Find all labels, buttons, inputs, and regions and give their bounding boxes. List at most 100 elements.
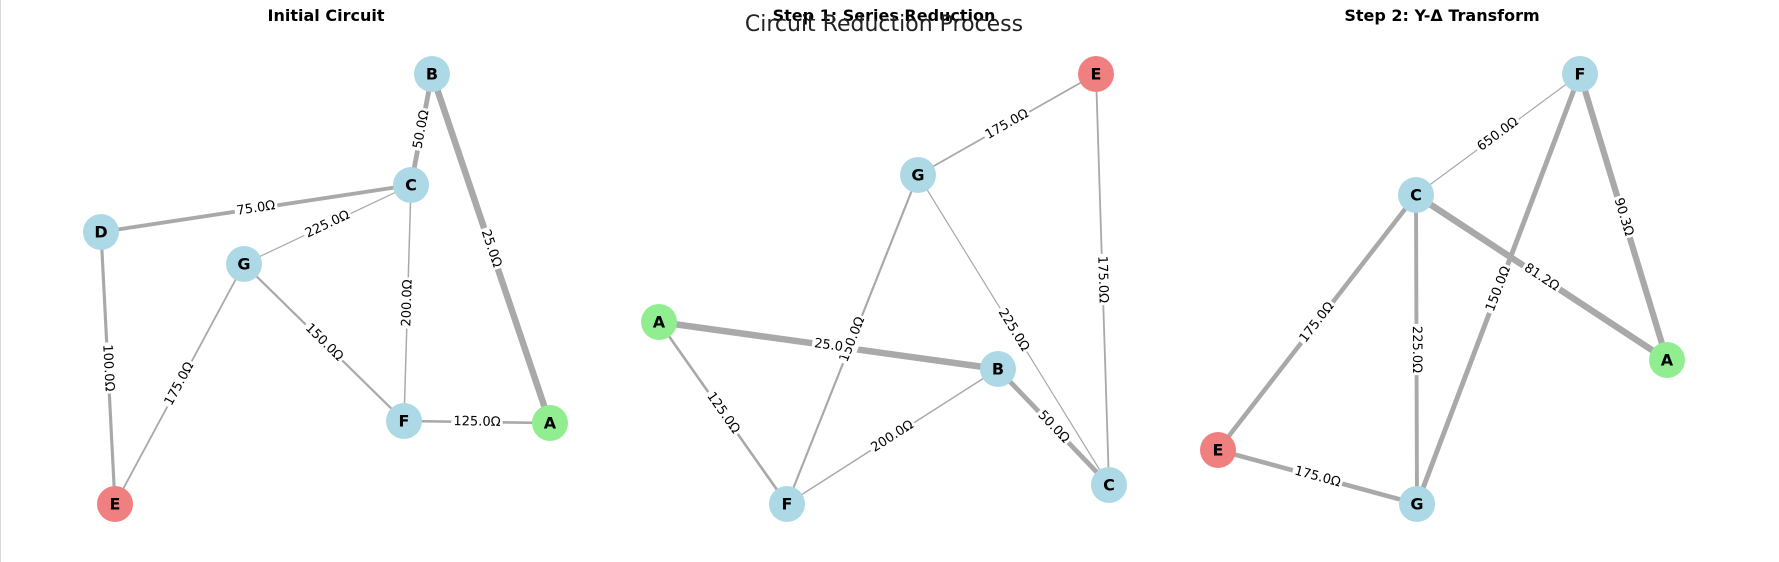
- edge-label-F-A: 90.3Ω: [1609, 194, 1638, 241]
- edge-resistance-label: 50.0Ω: [411, 109, 433, 150]
- edge-label-A-F: 125.0Ω: [701, 387, 745, 439]
- node-circle: [641, 304, 677, 340]
- node-F: F: [386, 403, 422, 439]
- edge-resistance-label: 200.0Ω: [399, 279, 415, 327]
- node-circle: [386, 403, 422, 439]
- node-C: C: [393, 167, 429, 203]
- panel-title-series-reduction: Step 1: Series Reduction: [773, 6, 996, 25]
- node-label: F: [399, 412, 410, 431]
- edge-label-F-A: 125.0Ω: [451, 413, 503, 431]
- node-circle: [1398, 177, 1434, 213]
- edge-resistance-label: 25.0Ω: [478, 228, 505, 270]
- edge-label-E-C: 175.0Ω: [1093, 253, 1112, 306]
- edge-label-F-B: 200.0Ω: [866, 415, 919, 458]
- edge-label-G-E: 175.0Ω: [980, 104, 1034, 145]
- edge-label-background: [866, 415, 919, 458]
- node-label: B: [992, 360, 1004, 379]
- edge-label-B-C: 50.0Ω: [409, 106, 434, 153]
- node-G: G: [900, 157, 936, 193]
- edge-label-background: [701, 387, 745, 439]
- edge-label-background: [300, 205, 355, 244]
- edge-label-background: [1294, 297, 1340, 348]
- node-label: F: [1575, 65, 1586, 84]
- edge-label-background: [1407, 323, 1426, 376]
- edge-label-background: [1472, 112, 1524, 157]
- edge-label-E-G: 175.0Ω: [1290, 462, 1345, 492]
- node-circle: [83, 214, 119, 250]
- edge-label-G-C: 225.0Ω: [992, 303, 1035, 357]
- edge-resistance-label: 50.0Ω: [1035, 408, 1073, 447]
- node-circle: [1562, 56, 1598, 92]
- figure-title: Circuit Reduction Process: [745, 12, 1023, 37]
- edge-resistance-label: 175.0Ω: [1293, 464, 1342, 491]
- node-F: F: [769, 486, 805, 522]
- node-A: A: [1649, 342, 1685, 378]
- edge-label-B-A: 25.0Ω: [476, 225, 506, 272]
- panel-title-initial-circuit: Initial Circuit: [268, 6, 385, 25]
- edge-label-C-F: 200.0Ω: [398, 277, 417, 329]
- edge-label-C-A: 81.2Ω: [1518, 258, 1565, 297]
- node-label: F: [782, 495, 793, 514]
- edge-label-background: [1093, 253, 1112, 306]
- node-circle: [1399, 486, 1435, 522]
- edge-label-C-E: 175.0Ω: [1294, 297, 1340, 348]
- node-circle: [769, 486, 805, 522]
- edge-resistance-label: 125.0Ω: [453, 414, 500, 430]
- node-label: E: [1091, 65, 1102, 84]
- node-circle: [393, 167, 429, 203]
- node-B: B: [980, 351, 1016, 387]
- node-circle: [226, 246, 262, 282]
- edge-label-background: [980, 104, 1034, 145]
- node-E: E: [1078, 56, 1114, 92]
- edge-resistance-label: 175.0Ω: [1297, 299, 1338, 346]
- node-label: C: [405, 176, 417, 195]
- node-circle: [97, 486, 133, 522]
- node-E: E: [1200, 432, 1236, 468]
- node-A: A: [641, 304, 677, 340]
- node-F: F: [1562, 56, 1598, 92]
- node-label: B: [426, 65, 438, 84]
- node-circle: [1078, 56, 1114, 92]
- node-circle: [980, 351, 1016, 387]
- node-C: C: [1398, 177, 1434, 213]
- node-G: G: [226, 246, 262, 282]
- edge-label-G-C: 225.0Ω: [300, 205, 355, 244]
- node-C: C: [1091, 467, 1127, 503]
- node-circle: [1649, 342, 1685, 378]
- edge-label-background: [1609, 194, 1638, 241]
- edge-label-F-G: 150.0Ω: [1481, 262, 1516, 316]
- node-label: G: [237, 255, 250, 274]
- edge-resistance-label: 75.0Ω: [236, 198, 277, 219]
- edge-label-G-F: 150.0Ω: [299, 318, 349, 367]
- node-B: B: [414, 56, 450, 92]
- edge-resistance-label: 225.0Ω: [1409, 326, 1424, 373]
- node-label: C: [1410, 186, 1422, 205]
- edge-label-C-F: 650.0Ω: [1472, 112, 1524, 157]
- node-circle: [414, 56, 450, 92]
- edge-resistance-label: 150.0Ω: [302, 321, 346, 365]
- node-label: A: [653, 313, 666, 332]
- node-circle: [1200, 432, 1236, 468]
- edge-label-G-E: 175.0Ω: [159, 357, 200, 411]
- edge-resistance-label: 125.0Ω: [703, 389, 742, 436]
- edge-label-A-B: 25.0: [810, 334, 847, 357]
- edge-resistance-label: 175.0Ω: [1094, 256, 1110, 304]
- figure-left-border: [0, 0, 1, 562]
- panel-title-y-delta-transform: Step 2: Y-Δ Transform: [1344, 6, 1539, 25]
- node-label: A: [1661, 351, 1674, 370]
- edge-resistance-label: 100.0Ω: [99, 344, 116, 392]
- node-circle: [1091, 467, 1127, 503]
- edge-resistance-label: 225.0Ω: [995, 306, 1033, 354]
- edge-resistance-label: 150.0Ω: [1483, 264, 1514, 313]
- edge-resistance-label: 200.0Ω: [869, 417, 917, 455]
- graph-initial-circuit: 50.0Ω 25.0Ω 75.0Ω 225.0Ω 200.0Ω 100.0Ω 175.0Ω 1…: [83, 56, 568, 522]
- edge-label-background: [1518, 258, 1565, 297]
- edge-label-background: [1481, 262, 1516, 316]
- node-G: G: [1399, 486, 1435, 522]
- node-E: E: [97, 486, 133, 522]
- edge-label-background: [476, 225, 506, 272]
- edge-resistance-label: 90.3Ω: [1611, 196, 1637, 238]
- edge-label-background: [451, 413, 503, 431]
